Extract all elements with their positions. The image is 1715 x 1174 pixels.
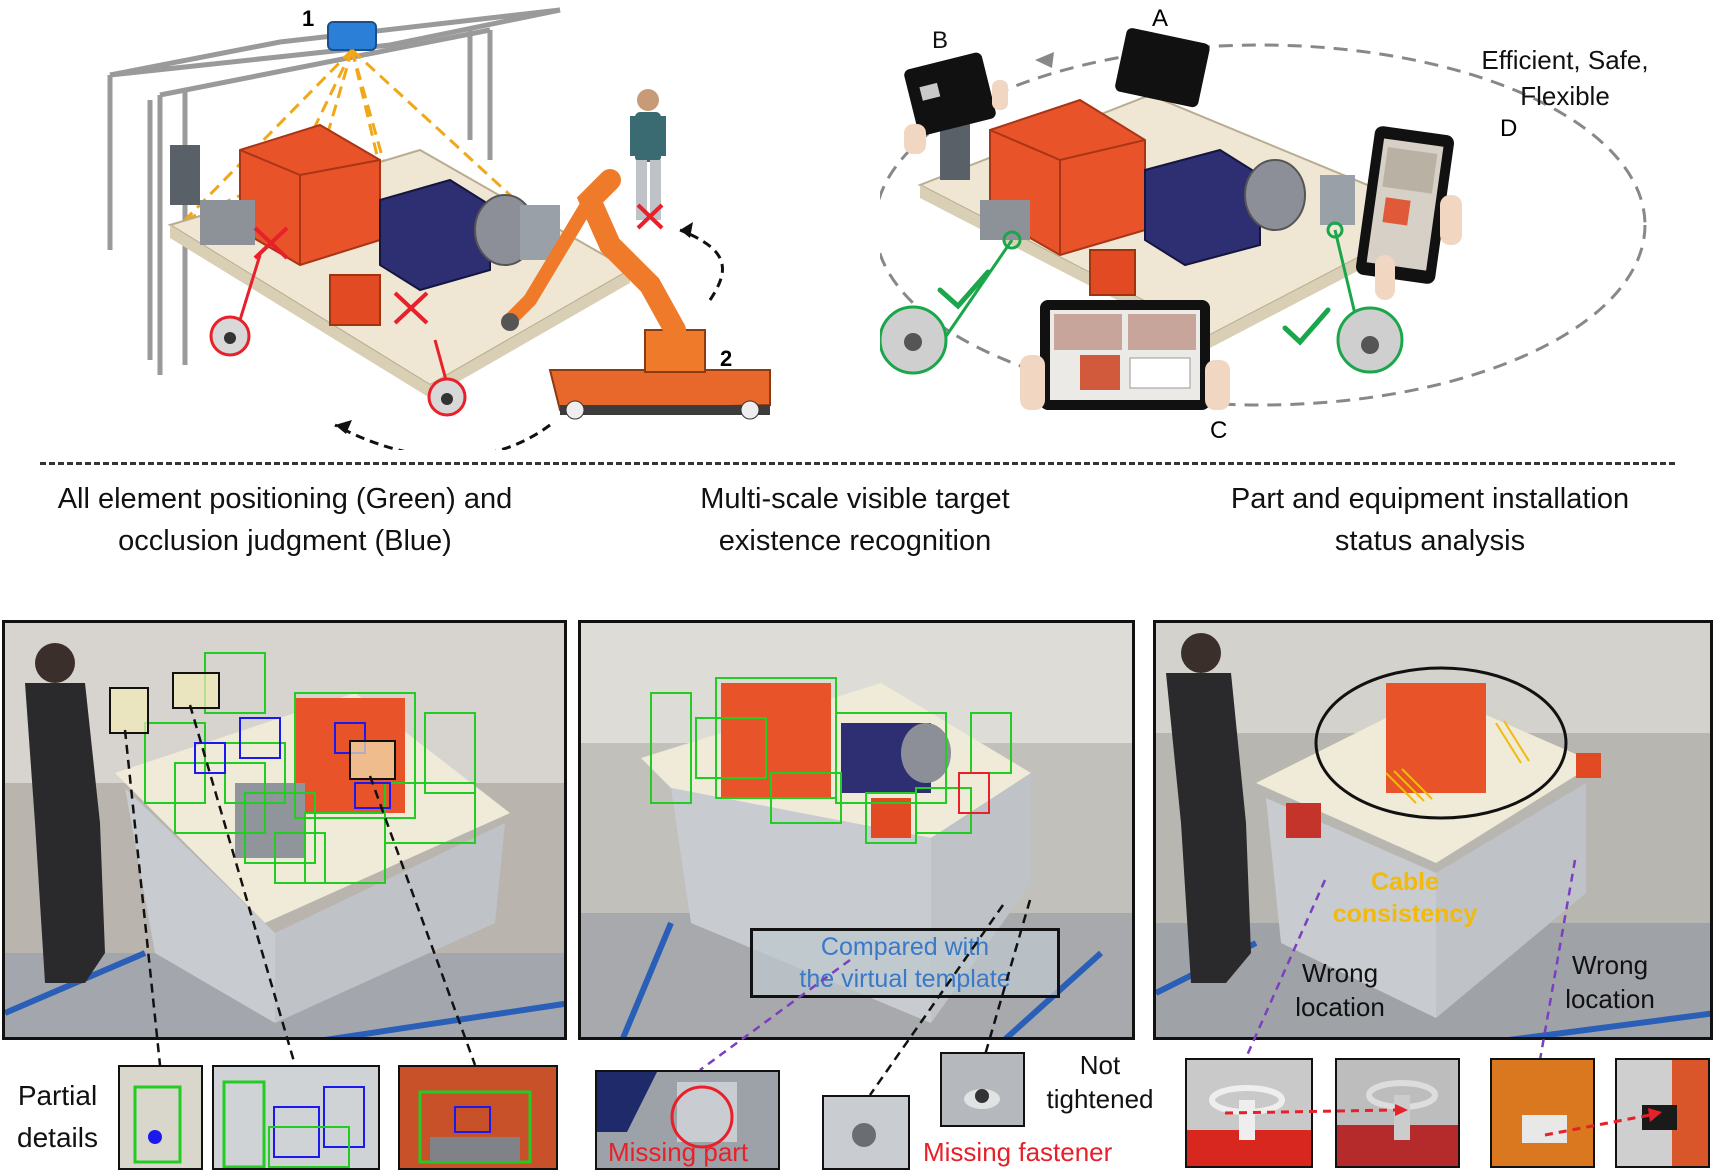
tablet-c-icon <box>1040 300 1210 410</box>
section-title-line: Part and equipment installation <box>1230 483 1630 515</box>
detail-thumb-2 <box>212 1065 380 1170</box>
label-b-text: B <box>932 27 949 54</box>
section-title-line: All element positioning (Green) and <box>57 483 513 515</box>
missing-fastener-thumb <box>822 1095 910 1170</box>
installation-photo <box>1153 620 1713 1040</box>
orbit-path <box>880 43 1647 407</box>
partial-line-1: Partial <box>17 1080 98 1111</box>
compare-line-2: the virtual template <box>799 965 1011 993</box>
missing-fastener-label: Missing fastener <box>923 1137 1113 1167</box>
cable-line-1: Cable <box>1370 868 1440 896</box>
robot-path-arrow <box>679 228 724 301</box>
partial-details-label: Partial details <box>10 1075 105 1159</box>
label-a: A <box>1152 5 1168 32</box>
section-title-recognition: Multi-scale visible target existence rec… <box>575 478 1135 562</box>
tablet-d-icon <box>1355 126 1455 284</box>
valve-template-thumb <box>1185 1058 1313 1168</box>
label-d: D <box>1500 115 1517 142</box>
worker-figure <box>630 89 666 230</box>
cable-consistency-note: Cable consistency <box>1310 866 1500 930</box>
tagline-line-2: Flexible <box>1520 81 1610 111</box>
section-title-line: status analysis <box>1334 525 1526 557</box>
section-title-line: Multi-scale visible target <box>700 483 1010 515</box>
not-tightened-thumb <box>940 1052 1025 1127</box>
section-divider <box>40 462 1675 465</box>
not-tightened-line-2: tightened <box>1046 1084 1154 1114</box>
tablet-b <box>900 50 1010 160</box>
missing-part-label: Missing part <box>608 1137 749 1167</box>
wrong-location-right-note: Wrong location <box>1545 948 1675 1016</box>
mobile-robot <box>501 169 771 420</box>
label-c: C <box>1210 417 1227 444</box>
blue-motor <box>379 178 491 292</box>
efficiency-tagline: Efficient, Safe, Flexible <box>1465 42 1665 114</box>
overhead-camera-robot-scene: 1 2 <box>90 0 790 450</box>
partial-line-2: details <box>17 1122 98 1153</box>
handheld-tablet-scene: A B C D <box>880 0 1715 450</box>
missing-part-thumb <box>595 1070 780 1170</box>
missing-mark-icon <box>253 226 429 325</box>
compare-line-1: Compared with <box>820 933 990 961</box>
cable-line-2: consistency <box>1332 900 1478 928</box>
positioning-photo <box>2 620 567 1040</box>
box-template-thumb <box>1490 1058 1595 1168</box>
detail-thumb-3 <box>398 1065 558 1170</box>
section-title-line: existence recognition <box>718 525 992 557</box>
section-title-installation: Part and equipment installation status a… <box>1150 478 1710 562</box>
missing-part-circle <box>670 1085 734 1149</box>
wrong-right-line-2: location <box>1565 984 1655 1014</box>
label-2: 2 <box>720 346 732 371</box>
cable-region-outline <box>1314 666 1568 820</box>
worker-figure <box>25 683 105 983</box>
box-actual-thumb <box>1615 1058 1710 1168</box>
wrong-left-line-2: location <box>1295 992 1385 1022</box>
check-icon <box>937 269 1331 346</box>
label-1: 1 <box>302 6 314 31</box>
wrong-right-line-1: Wrong <box>1571 950 1649 980</box>
section-title-line: occlusion judgment (Blue) <box>118 525 452 557</box>
tablet-a-icon <box>1115 28 1210 108</box>
robot-return-arrow <box>334 423 551 450</box>
tagline-line-1: Efficient, Safe, <box>1481 45 1649 75</box>
section-title-positioning: All element positioning (Green) and occl… <box>0 478 570 562</box>
detail-thumb-1 <box>118 1065 203 1170</box>
template-compare-note: Compared with the virtual template <box>750 928 1060 998</box>
wrong-left-line-1: Wrong <box>1301 958 1379 988</box>
not-tightened-line-1: Not <box>1079 1050 1121 1080</box>
not-tightened-label: Not tightened <box>1045 1048 1155 1116</box>
wrong-location-left-note: Wrong location <box>1275 956 1405 1024</box>
